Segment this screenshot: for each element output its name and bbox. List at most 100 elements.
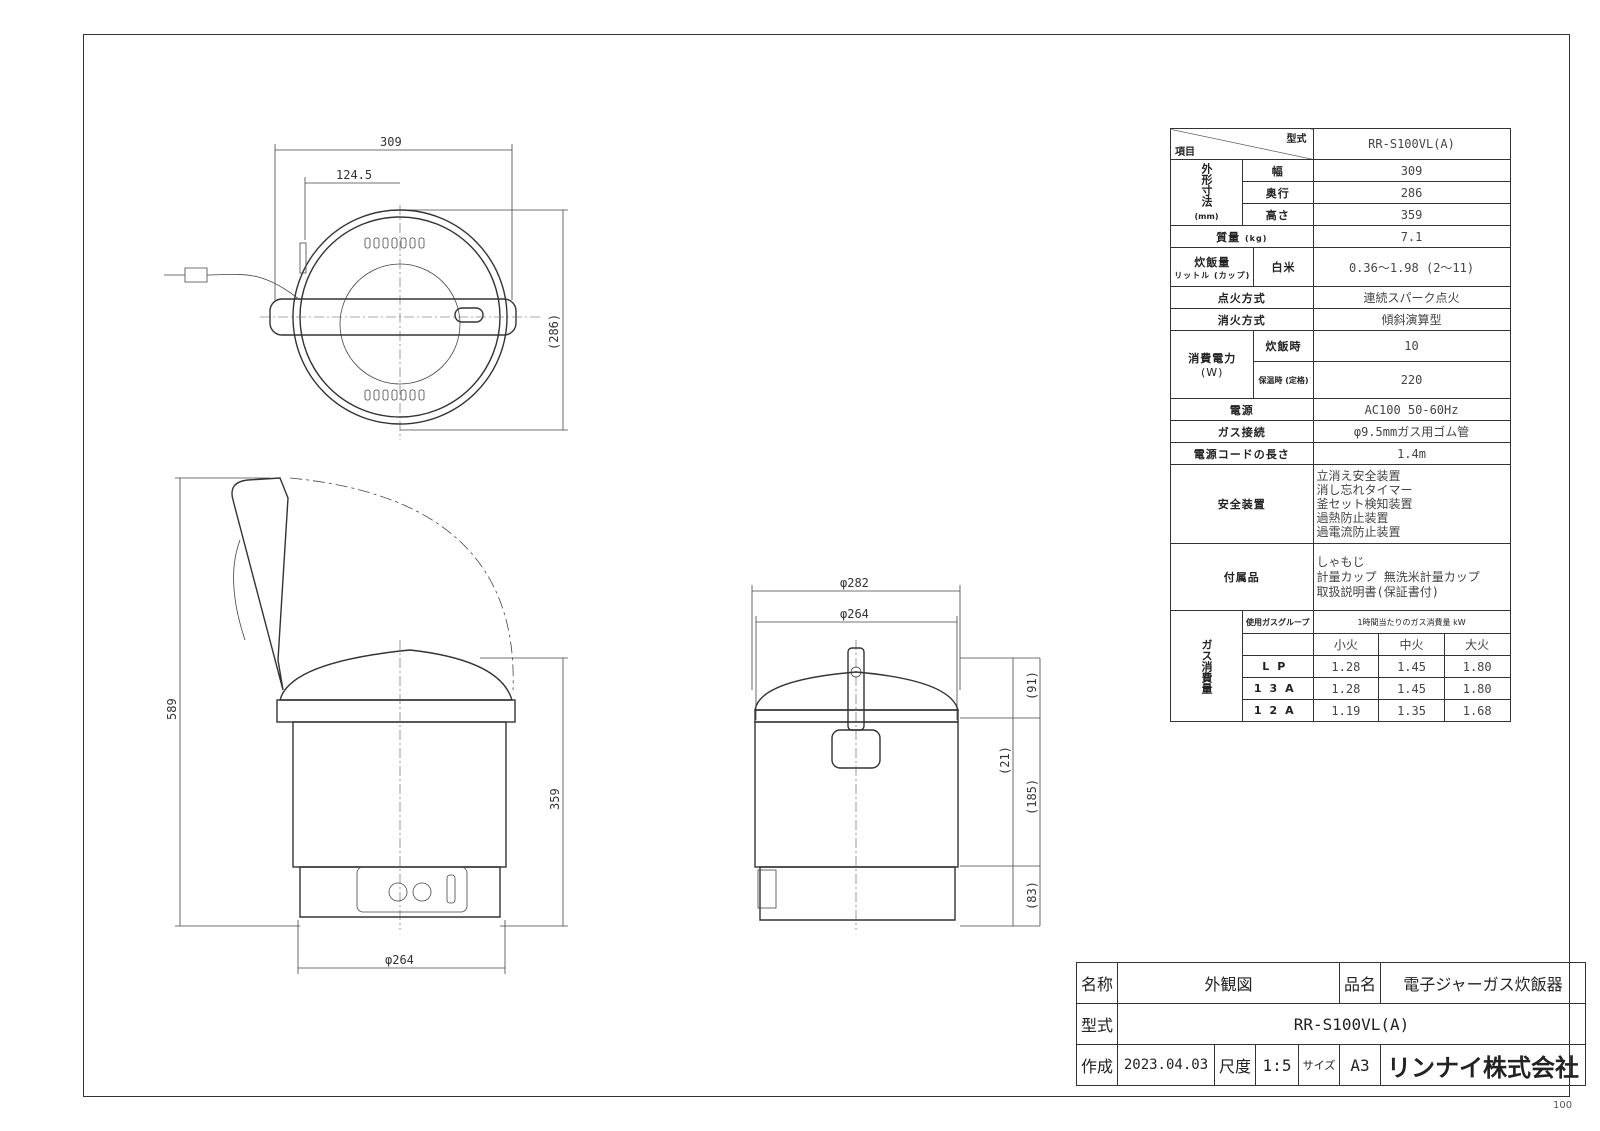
spec-mass-label-cell: 質量 (kg) [1170,225,1314,248]
spec-power-label: 消費電力 [1188,352,1237,365]
spec-capacity-unit: リットル (カップ) [1174,270,1251,280]
spec-outer-dims-label: 外形寸法 (mm) [1170,159,1243,226]
dim-side-body: 359 [548,788,562,810]
outer-dims-unit: (mm) [1194,211,1219,221]
spec-model: RR-S100VL(A) [1312,128,1511,160]
gas-row-group: LP [1242,655,1314,678]
gas-row-group: 13A [1242,677,1314,700]
tb-size-label: サイズ [1298,1044,1340,1086]
safety-item: 立消え安全装置 [1316,469,1401,483]
spec-header-diagonal: 型式 項目 [1170,128,1314,160]
spec-safety-list: 立消え安全装置 消し忘れタイマー 釜セット検知装置 過熱防止装置 過電流防止装置 [1312,464,1511,544]
spec-gas-rate-label: 1時間当たりのガス消費量 kW [1312,610,1511,634]
spec-ignition: 連続スパーク点火 [1312,286,1511,309]
gas-row-value: 1.80 [1443,677,1511,700]
tb-scale: 1:5 [1255,1044,1299,1086]
spec-header-item-label: 項目 [1175,147,1195,158]
spec-supply-label: 電源 [1170,398,1314,421]
spec-ignition-label: 点火方式 [1170,286,1314,309]
spec-mass: 7.1 [1312,225,1511,248]
spec-warming-power: 220 [1312,361,1511,399]
spec-mass-unit: (kg) [1245,233,1268,243]
spec-supply: AC100 50-60Hz [1312,398,1511,421]
tb-date: 2023.04.03 [1117,1044,1215,1086]
gas-row-value: 1.45 [1378,677,1445,700]
flame-header-mid: 中火 [1378,633,1445,656]
spec-depth-label: 奥行 [1242,181,1314,204]
safety-item: 過電流防止装置 [1316,525,1401,539]
spec-height-label: 高さ [1242,203,1314,226]
spec-safety-label: 安全装置 [1170,464,1314,544]
accessory-item: 計量カップ 無洗米計量カップ [1316,569,1480,584]
spec-mass-label: 質量 [1216,230,1241,244]
tb-product: 電子ジャーガス炊飯器 [1380,962,1586,1004]
tb-model: RR-S100VL(A) [1117,1003,1586,1045]
spec-height: 359 [1312,203,1511,226]
spec-table: 型式 項目 RR-S100VL(A) 外形寸法 (mm) 幅 309 奥行 28… [1169,128,1511,722]
spec-width: 309 [1312,159,1511,182]
spec-cord: 1.4m [1312,442,1511,465]
tb-product-label: 品名 [1339,962,1381,1004]
spec-depth: 286 [1312,181,1511,204]
safety-item: 釜セット検知装置 [1316,497,1413,511]
spec-header-model-label: 型式 [1286,134,1307,145]
tb-name: 外観図 [1117,962,1340,1004]
tb-name-label: 名称 [1076,962,1118,1004]
outer-dims-text: 外形寸法 [1200,162,1213,207]
spec-accessory-list: しゃもじ 計量カップ 無洗米計量カップ 取扱説明書(保証書付) [1312,543,1511,611]
dim-front-h2: (21) [998,746,1012,775]
dim-side-base: φ264 [385,953,414,967]
spec-capacity: 0.36〜1.98 (2〜11) [1312,247,1511,287]
spec-warming-label: 保温時 (定格) [1253,361,1314,399]
dim-top-offset: 124.5 [336,168,372,182]
safety-item: 消し忘れタイマー [1316,483,1413,497]
flame-header-high: 大火 [1443,633,1511,656]
gas-row-value: 1.28 [1312,677,1380,700]
spec-power-unit: (W) [1201,366,1224,379]
gas-row-value: 1.19 [1312,699,1380,722]
spec-gas-blank [1242,633,1314,656]
spec-capacity-label-cell: 炊飯量 リットル (カップ) [1169,247,1255,287]
spec-rice-label: 白米 [1253,247,1314,287]
tb-model-label: 型式 [1076,1003,1118,1045]
spec-extinguish-label: 消火方式 [1170,308,1314,331]
top-view: 309 124.5 (286) [164,135,568,440]
gas-row-value: 1.80 [1443,655,1511,678]
dim-front-h1: (91) [1025,671,1039,700]
flame-header-low: 小火 [1312,633,1380,656]
spec-power-label-cell: 消費電力 (W) [1169,330,1255,399]
sheet-number: 100 [1553,1100,1573,1111]
spec-capacity-label: 炊飯量 [1194,255,1231,269]
gas-row-value: 1.45 [1378,655,1445,678]
dim-front-h4: (83) [1025,881,1039,910]
spec-width-label: 幅 [1242,159,1314,182]
title-block: 名称 外観図 品名 電子ジャーガス炊飯器 型式 RR-S100VL(A) 作成 … [1076,962,1586,1086]
spec-gas-group-label: 使用ガスグループ [1242,610,1314,634]
safety-item: 過熱防止装置 [1316,511,1389,525]
dim-front-h3: (185) [1025,779,1039,815]
spec-gas-consumption-label: ガス消費量 [1170,610,1243,722]
tb-scale-label: 尺度 [1214,1044,1256,1086]
gas-row-group: 12A [1242,699,1314,722]
dim-top-width: 309 [380,135,402,149]
spec-cord-label: 電源コードの長さ [1170,442,1314,465]
spec-gas-conn: φ9.5mmガス用ゴム管 [1312,420,1511,443]
gas-row-value: 1.35 [1378,699,1445,722]
dim-front-body: φ264 [840,607,869,621]
accessory-item: しゃもじ [1316,554,1365,569]
tb-company-logo: リンナイ株式会社 [1380,1044,1586,1086]
spec-cooking-power: 10 [1312,330,1511,362]
accessory-item: 取扱説明書(保証書付) [1316,584,1439,599]
gas-row-value: 1.68 [1443,699,1511,722]
spec-extinguish: 傾斜演算型 [1312,308,1511,331]
dim-front-lid: φ282 [840,576,869,590]
front-view: φ282 φ264 (91) (21) (185) (83) [751,576,1041,930]
spec-cooking-label: 炊飯時 [1253,330,1314,362]
tb-made-label: 作成 [1076,1044,1118,1086]
drawing-frame [83,34,1570,1097]
tb-size: A3 [1339,1044,1381,1086]
spec-gas-conn-label: ガス接続 [1170,420,1314,443]
dim-side-height: 589 [165,698,179,720]
spec-accessory-label: 付属品 [1170,543,1314,611]
